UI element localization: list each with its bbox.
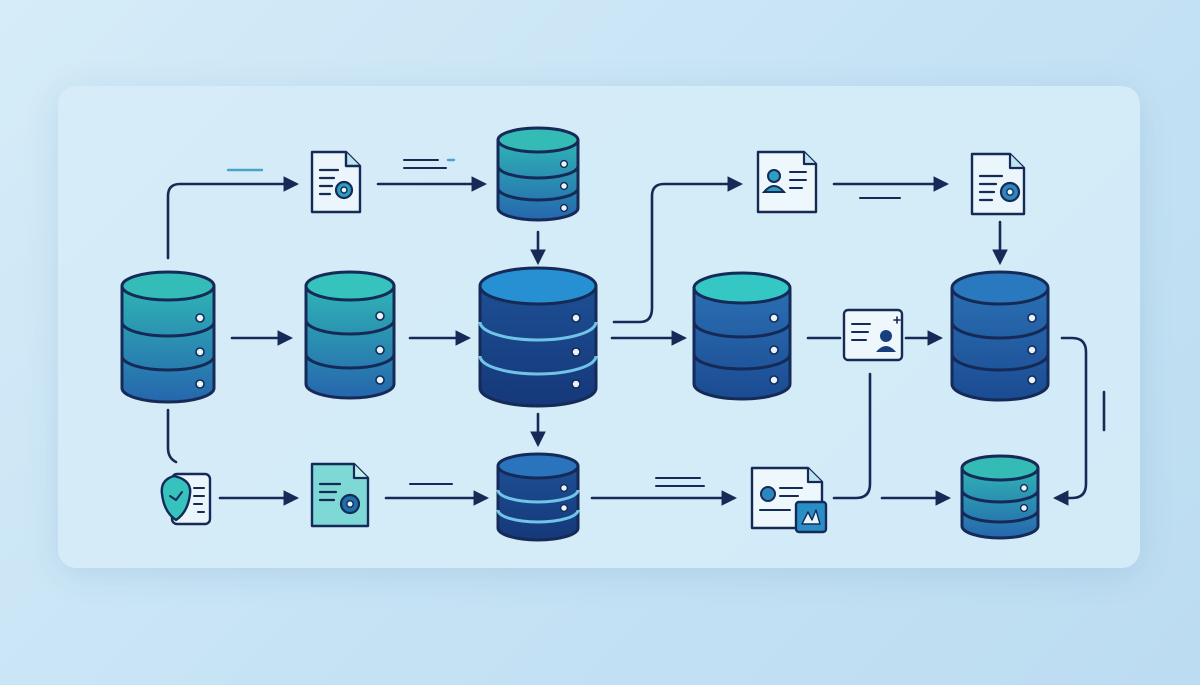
line-image-doc-to-card (832, 372, 872, 500)
db-central (478, 266, 598, 408)
arrow-right-db-to-bottom-right-db (1052, 336, 1088, 506)
document-gear-icon (310, 462, 370, 528)
db-bottom-right (960, 454, 1040, 540)
arrow-source-to-top-doc (166, 176, 300, 260)
arrow-central-to-user-doc (612, 176, 744, 324)
motion-marks (226, 158, 901, 487)
db-stage (304, 270, 396, 400)
db-mid (692, 271, 792, 401)
db-top (496, 126, 580, 222)
line-source-to-shield (166, 408, 178, 464)
user-card-icon (842, 308, 904, 362)
db-source (120, 270, 216, 404)
db-bottom-mid (496, 452, 580, 542)
status-dot (195, 313, 205, 323)
image-document-icon (750, 466, 828, 534)
shield-document-icon (160, 472, 212, 526)
connectors (166, 176, 1106, 506)
document-gear-icon (310, 150, 362, 214)
document-user-icon (756, 150, 818, 214)
db-right (950, 270, 1050, 402)
document-gear-icon (970, 152, 1026, 216)
